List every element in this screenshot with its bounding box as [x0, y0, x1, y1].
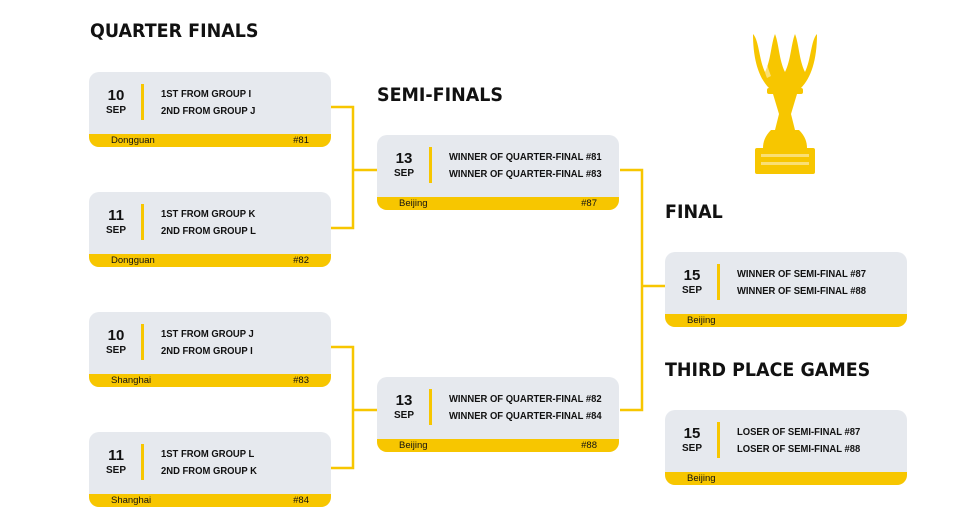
match-day: 15 [683, 425, 701, 442]
team-2-label: 2ND FROM GROUP L [161, 225, 256, 237]
match-city: Beijing [687, 473, 716, 484]
match-day: 10 [107, 327, 125, 344]
match-card-third-place[interactable]: 15 SEP LOSER OF SEMI-FINAL #87 LOSER OF … [665, 410, 907, 485]
match-day: 11 [108, 207, 124, 224]
date-separator [717, 264, 720, 300]
match-card-qf-81[interactable]: 10 SEP 1ST FROM GROUP I 2ND FROM GROUP J… [89, 72, 331, 147]
match-footer: Dongguan #82 [89, 254, 331, 267]
match-month: SEP [105, 465, 126, 476]
match-number: #87 [581, 198, 597, 209]
team-1-label: 1ST FROM GROUP L [161, 448, 255, 460]
match-city: Beijing [399, 198, 428, 209]
team-2-label: WINNER OF QUARTER-FINAL #84 [449, 410, 602, 422]
team-2-label: WINNER OF SEMI-FINAL #88 [737, 285, 866, 297]
match-day: 11 [108, 447, 124, 464]
date-separator [141, 84, 144, 120]
match-month: SEP [681, 285, 702, 296]
match-card-sf-87[interactable]: 13 SEP WINNER OF QUARTER-FINAL #81 WINNE… [377, 135, 619, 210]
match-number: #83 [293, 375, 309, 386]
team-2-label: 2ND FROM GROUP I [161, 345, 253, 357]
match-number: #81 [293, 135, 309, 146]
match-month: SEP [105, 105, 126, 116]
match-card-final[interactable]: 15 SEP WINNER OF SEMI-FINAL #87 WINNER O… [665, 252, 907, 327]
date-separator [717, 422, 720, 458]
match-footer: Shanghai #83 [89, 374, 331, 387]
match-city: Shanghai [111, 495, 152, 506]
team-1-label: LOSER OF SEMI-FINAL #87 [737, 426, 861, 438]
connector-qf81-qf82 [331, 105, 355, 230]
match-month: SEP [105, 225, 126, 236]
team-1-label: 1ST FROM GROUP I [161, 88, 252, 100]
team-1-label: WINNER OF QUARTER-FINAL #82 [449, 393, 602, 405]
match-day: 13 [395, 392, 413, 409]
match-day: 15 [683, 267, 701, 284]
team-2-label: LOSER OF SEMI-FINAL #88 [737, 443, 861, 455]
team-2-label: 2ND FROM GROUP K [161, 465, 257, 477]
match-footer: Beijing [665, 314, 907, 327]
match-city: Shanghai [111, 375, 152, 386]
team-2-label: WINNER OF QUARTER-FINAL #83 [449, 168, 602, 180]
final-heading: FINAL [665, 201, 723, 223]
match-card-qf-82[interactable]: 11 SEP 1ST FROM GROUP K 2ND FROM GROUP L… [89, 192, 331, 267]
match-card-qf-83[interactable]: 10 SEP 1ST FROM GROUP J 2ND FROM GROUP I… [89, 312, 331, 387]
team-1-label: WINNER OF QUARTER-FINAL #81 [449, 151, 602, 163]
connector-sf87-sf88 [620, 168, 644, 412]
match-month: SEP [105, 345, 126, 356]
match-city: Beijing [687, 315, 716, 326]
team-2-label: 2ND FROM GROUP J [161, 105, 256, 117]
date-separator [429, 147, 432, 183]
quarter-finals-heading: QUARTER FINALS [90, 20, 259, 42]
match-month: SEP [393, 168, 414, 179]
match-card-qf-84[interactable]: 11 SEP 1ST FROM GROUP L 2ND FROM GROUP K… [89, 432, 331, 507]
team-1-label: 1ST FROM GROUP J [161, 328, 254, 340]
match-day: 13 [395, 150, 413, 167]
match-number: #88 [581, 440, 597, 451]
team-1-label: WINNER OF SEMI-FINAL #87 [737, 268, 866, 280]
match-city: Dongguan [111, 135, 155, 146]
match-city: Beijing [399, 440, 428, 451]
date-separator [141, 204, 144, 240]
match-day: 10 [107, 87, 125, 104]
match-month: SEP [393, 410, 414, 421]
match-month: SEP [681, 443, 702, 454]
connector-qf83-qf84 [331, 345, 355, 470]
date-separator [141, 324, 144, 360]
third-place-heading: THIRD PLACE GAMES [665, 359, 871, 381]
match-city: Dongguan [111, 255, 155, 266]
match-footer: Dongguan #81 [89, 134, 331, 147]
match-footer: Beijing [665, 472, 907, 485]
match-number: #82 [293, 255, 309, 266]
semi-finals-heading: SEMI-FINALS [377, 84, 504, 106]
trophy-icon [753, 34, 817, 174]
match-number: #84 [293, 495, 309, 506]
date-separator [141, 444, 144, 480]
match-card-sf-88[interactable]: 13 SEP WINNER OF QUARTER-FINAL #82 WINNE… [377, 377, 619, 452]
date-separator [429, 389, 432, 425]
match-footer: Shanghai #84 [89, 494, 331, 507]
match-footer: Beijing #88 [377, 439, 619, 452]
team-1-label: 1ST FROM GROUP K [161, 208, 256, 220]
match-footer: Beijing #87 [377, 197, 619, 210]
